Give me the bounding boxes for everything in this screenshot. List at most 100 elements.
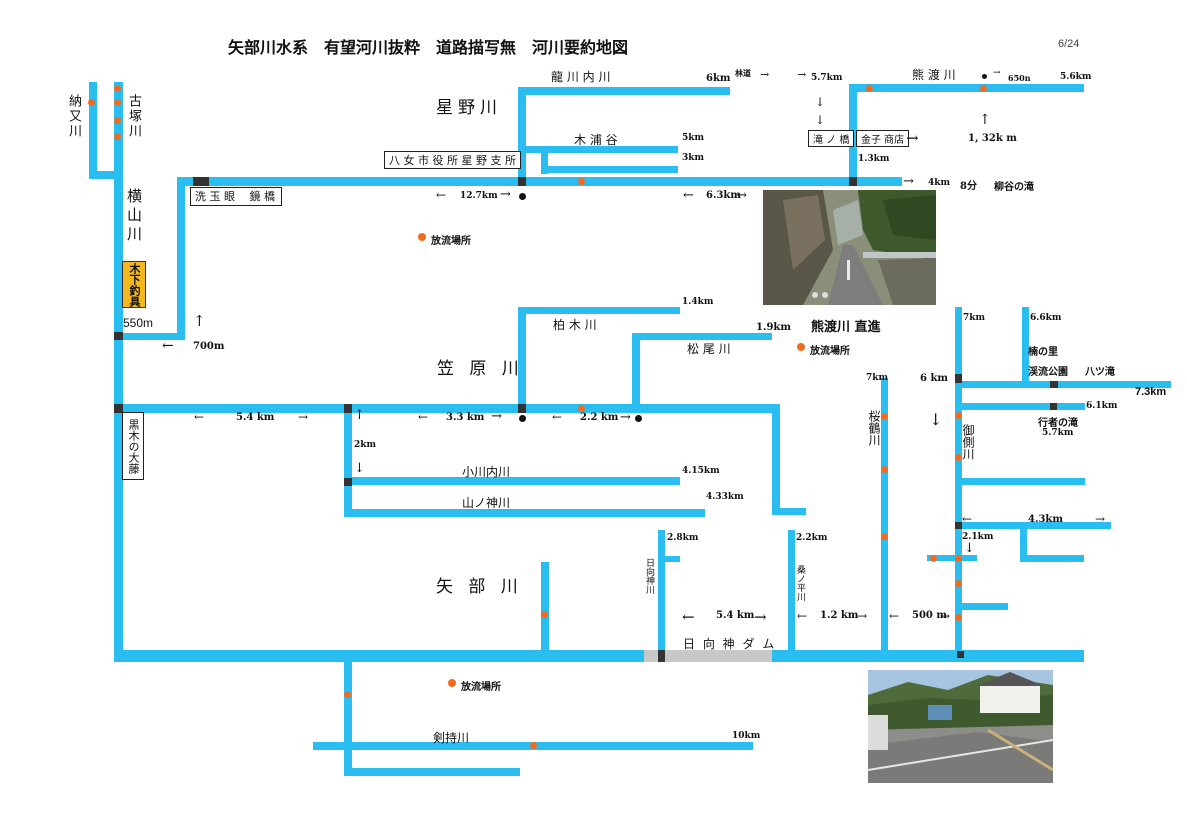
label-sakuratsuru: 桜鶴川 <box>867 410 881 446</box>
ryugochi-river <box>518 87 730 95</box>
label-kaneko-shop: 金子 商店 <box>856 130 910 147</box>
dist-1-9km: 1.9km <box>756 322 791 333</box>
dist-1-3km: 1.3km <box>858 154 890 164</box>
dist-12-7km: 12.7km <box>460 191 498 201</box>
junction-marker <box>114 404 123 413</box>
shiyakusho-branch-h <box>541 166 678 173</box>
map-title: 矢部川水系 有望河川抜粋 道路描写無 河川要約地図 <box>228 38 629 57</box>
dist-7-3km: 7.3km <box>1135 386 1167 398</box>
dist-1-32km: 1, 32k m <box>968 133 1017 144</box>
arrow-icon: ← <box>889 609 900 623</box>
dist-6-6km: 6.6km <box>1030 313 1062 323</box>
dist-5km: 5km <box>682 133 705 143</box>
migawa-b9 <box>955 603 1008 610</box>
arrow-icon: → <box>940 609 951 623</box>
dist-1-4km: 1.4km <box>682 297 714 307</box>
dist-7km-migawa: 7km <box>963 313 986 323</box>
release-point <box>881 533 888 540</box>
migawa-b1 <box>955 381 1171 388</box>
release-point <box>344 691 351 698</box>
arrow-icon: ← <box>682 608 695 626</box>
release-point <box>955 555 962 562</box>
arrow-icon: → <box>760 68 770 81</box>
arrow-icon: → <box>1095 512 1106 526</box>
release-point <box>980 85 987 92</box>
dist-4-3km: 4.3km <box>1028 514 1063 525</box>
dist-10km: 10km <box>732 731 761 741</box>
junction-marker <box>114 332 123 340</box>
junction-marker <box>955 374 962 383</box>
hoshino-river <box>177 177 902 186</box>
arrow-icon: ← <box>962 512 973 526</box>
label-rindo: 林道 <box>735 68 751 78</box>
arrow-icon: ↓ <box>964 541 975 556</box>
arrow-icon: → <box>857 609 868 623</box>
release-point <box>578 178 585 185</box>
junction-marker <box>957 651 964 658</box>
release-point <box>881 466 888 473</box>
label-kenmochi: 剣持川 <box>433 731 470 745</box>
release-point <box>930 555 937 562</box>
release-point <box>955 614 962 621</box>
junction-marker <box>193 177 209 186</box>
arrow-icon: ↑ <box>354 408 365 423</box>
release-point <box>866 85 873 92</box>
migawa-b6 <box>1020 522 1027 560</box>
dist-7km-sakura: 7km <box>866 373 889 383</box>
matsuo-trunk <box>632 333 640 411</box>
dist-8min: 8分 <box>960 181 977 192</box>
junction-marker <box>1050 381 1058 388</box>
dist-4-15km: 4.15km <box>682 466 720 476</box>
kashiwagi-trunk <box>518 307 526 411</box>
label-kumawatari: 熊 渡 川 <box>912 68 956 82</box>
nomata-connector <box>89 171 119 179</box>
hoshino-west <box>177 177 185 340</box>
arrow-icon: ↑ <box>979 112 991 128</box>
label-ogawachi: 小川内川 <box>462 465 511 479</box>
street-view-illustration <box>868 670 1053 783</box>
dist-3-3km: 3.3 km <box>446 412 485 423</box>
kenmochi-lower <box>344 768 520 776</box>
street-view-photo-yabe[interactable] <box>868 670 1053 783</box>
release-point <box>114 99 121 106</box>
arrow-icon: → <box>797 68 807 81</box>
label-kumawatari-straight: 熊渡川 直進 <box>811 320 881 335</box>
yamanokami-river <box>344 509 705 517</box>
label-hoshino: 星野川 <box>436 98 502 118</box>
matsuo-river <box>632 333 772 340</box>
label-hyugami: 日向神川 <box>644 558 654 594</box>
release-point <box>114 133 121 140</box>
label-kashiwagi: 柏 木 川 <box>553 318 597 332</box>
legend-label: 放流場所 <box>461 682 501 693</box>
kasahara-east <box>772 404 780 514</box>
dist-3km: 3km <box>682 153 705 163</box>
junction-marker <box>955 522 962 529</box>
label-yatsu-falls: 八ツ滝 <box>1085 367 1115 378</box>
street-view-photo-kumawatari[interactable] <box>763 190 936 305</box>
dist-6-1km: 6.1km <box>1086 401 1118 411</box>
legend-label: 放流場所 <box>810 346 850 357</box>
point-marker <box>519 415 526 422</box>
arrow-icon: ← <box>418 410 429 424</box>
release-point <box>955 580 962 587</box>
dist-5-6km: 5.6km <box>1060 72 1092 82</box>
label-shiyakusho: 八 女 市 役 所 星 野 支 所 <box>384 151 521 169</box>
dist-6km-migawa: 6 km <box>920 373 948 384</box>
arrow-icon: ← <box>162 338 174 354</box>
arrow-icon: ← <box>552 410 563 424</box>
arrow-icon: → <box>903 174 914 189</box>
ogawachi-trunk <box>344 404 352 517</box>
arrow-icon: → <box>906 129 919 147</box>
migawa-b3 <box>955 403 1085 410</box>
release-point <box>881 413 888 420</box>
yabe-river-east <box>772 650 1084 662</box>
arrow-icon: → <box>754 608 767 626</box>
dist-2-8km: 2.8km <box>667 533 699 543</box>
dist-2-2km: 2.2 km <box>580 412 619 423</box>
label-kiura: 木 浦 谷 <box>574 133 618 147</box>
hyugami-river <box>658 530 665 656</box>
release-point <box>955 412 962 419</box>
kasahara-east-end <box>772 508 806 515</box>
dist-5-7km-gyoja: 5.7km <box>1042 428 1074 438</box>
release-point <box>578 405 585 412</box>
